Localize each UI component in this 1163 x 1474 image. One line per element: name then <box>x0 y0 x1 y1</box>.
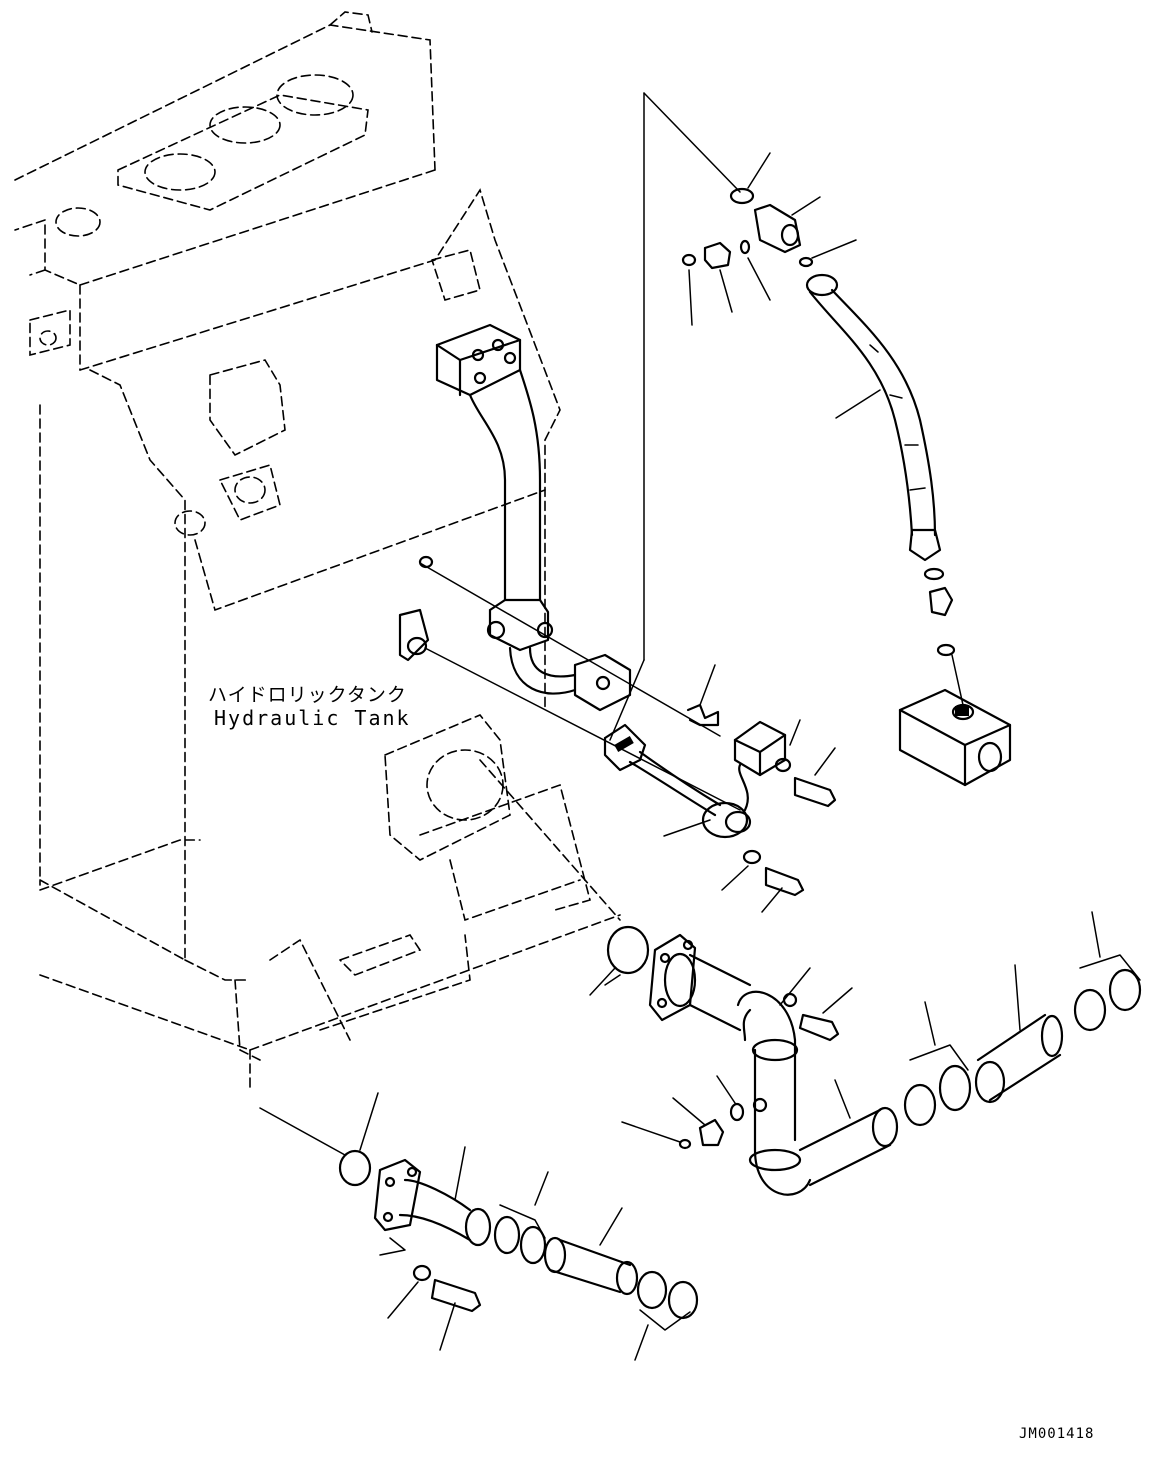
drawing-number: JM001418 <box>1019 1426 1095 1442</box>
level-sensor-assembly <box>398 555 837 913</box>
tank-phantom-outline <box>14 11 621 1091</box>
hose-assembly <box>609 92 1012 787</box>
tank-label-japanese: ハイドロリックタンク <box>208 684 407 706</box>
lower-pipe-assembly <box>259 1092 699 1361</box>
suction-pipe-assembly <box>589 911 1142 1196</box>
tank-label-english: Hydraulic Tank <box>214 706 411 730</box>
return-pipe-assembly <box>435 323 632 712</box>
